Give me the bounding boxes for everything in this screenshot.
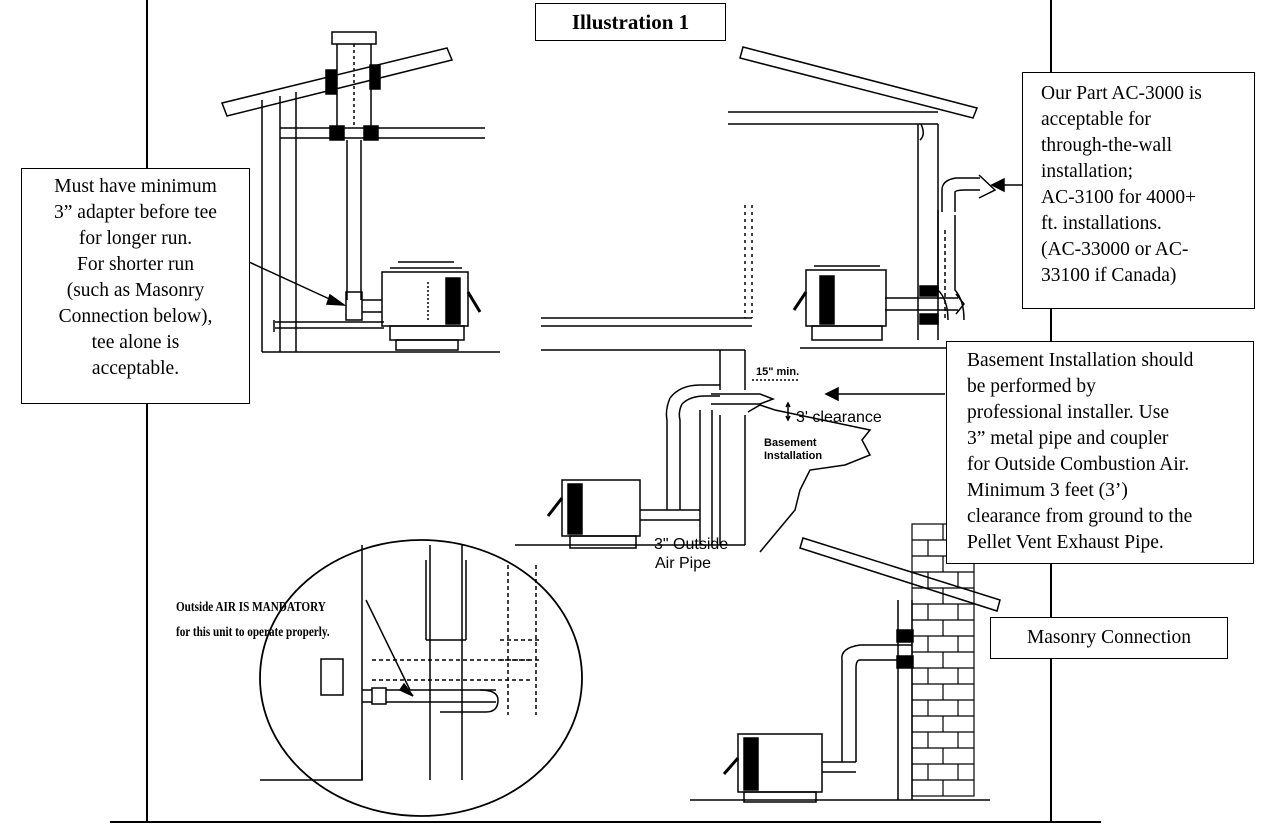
diagram-labels: 15" min. 3' clearance Basement Installat… — [176, 366, 882, 639]
adapter-callout-line: Must have minimum — [54, 176, 217, 197]
adapter-callout-line: For shorter run — [77, 254, 194, 275]
adapter-callout-line: Connection below), — [58, 306, 213, 327]
adapter-callout-line: for longer run. — [78, 228, 193, 249]
adapter-callout-line: 3” adapter before tee — [54, 202, 217, 223]
part-callout-line: installation; — [1041, 161, 1134, 182]
adapter-callout-line: tee alone is — [91, 332, 180, 353]
min-distance-label: 15" min. — [756, 366, 799, 378]
masonry-installation — [690, 523, 1001, 803]
basement-callout-line: be performed by — [967, 376, 1096, 397]
part-callout-line: ft. installations. — [1041, 213, 1162, 234]
basement-label-2: Installation — [764, 450, 822, 462]
adapter-arrow — [248, 261, 337, 303]
clearance-label: 3' clearance — [796, 409, 882, 426]
part-callout: Our Part AC-3000 is acceptable for throu… — [1022, 72, 1255, 309]
basement-label-1: Basement — [764, 437, 817, 449]
adapter-callout-line: (such as Masonry — [66, 280, 205, 301]
part-callout-line: (AC-33000 or AC- — [1041, 239, 1189, 260]
outside-air-label-1: 3" Outside — [654, 536, 728, 553]
basement-callout-line: Basement Installation should — [967, 350, 1194, 371]
basement-callout-line: Pellet Vent Exhaust Pipe. — [967, 532, 1164, 553]
basement-callout-line: clearance from ground to the — [967, 506, 1193, 527]
mandatory-label-2: for this unit to operate properly. — [176, 624, 330, 639]
adapter-callout-line: acceptable. — [91, 358, 180, 379]
part-callout-line: Our Part AC-3000 is — [1041, 83, 1202, 104]
vertical-vent-installation — [220, 31, 500, 353]
outside-air-detail — [259, 539, 583, 817]
basement-callout-line: professional installer. Use — [967, 402, 1169, 423]
adapter-callout: Must have minimum 3” adapter before tee … — [21, 168, 250, 404]
mandatory-label-1: Outside AIR IS MANDATORY — [176, 599, 326, 614]
basement-callout-line: 3” metal pipe and coupler — [967, 428, 1169, 449]
through-wall-installation — [728, 46, 1000, 349]
part-callout-line: AC-3100 for 4000+ — [1041, 187, 1197, 208]
illustration-title: Illustration 1 — [535, 3, 726, 41]
basement-callout-line: Minimum 3 feet (3’) — [967, 480, 1128, 501]
part-callout-line: through-the-wall — [1041, 135, 1173, 156]
outside-air-label-2: Air Pipe — [655, 555, 711, 572]
basement-callout-line: for Outside Combustion Air. — [967, 454, 1190, 475]
masonry-callout: Masonry Connection — [990, 617, 1228, 659]
basement-installation — [515, 205, 872, 553]
basement-callout: Basement Installation should be performe… — [946, 341, 1254, 564]
part-callout-line: acceptable for — [1041, 109, 1151, 130]
part-callout-line: 33100 if Canada) — [1041, 265, 1177, 286]
